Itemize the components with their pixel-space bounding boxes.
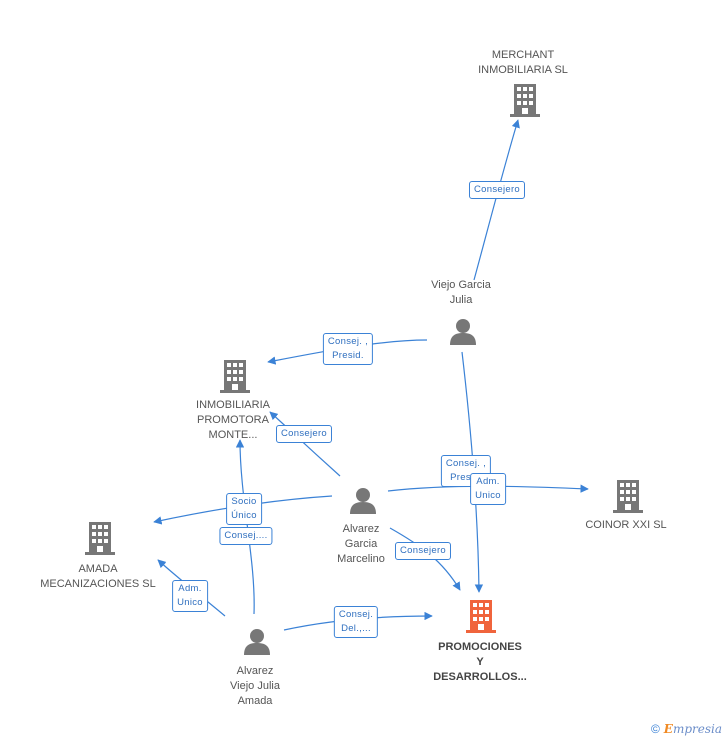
node-label-merchant[interactable]: MERCHANT INMOBILIARIA SL xyxy=(478,49,568,76)
edge-viejo-to-merchant xyxy=(473,119,520,281)
edge-marcelino-to-inmobiliaria xyxy=(269,411,341,477)
edge-label-consejero: Consejero xyxy=(275,425,333,443)
node-label-coinor[interactable]: COINOR XXI SL xyxy=(585,519,667,531)
footer-brand: © Empresia xyxy=(651,722,722,736)
copyright-symbol: © xyxy=(650,722,660,736)
building-icon[interactable] xyxy=(466,600,496,633)
person-icon[interactable] xyxy=(244,629,270,655)
node-label-inmobiliaria[interactable]: INMOBILIARIA PROMOTORA MONTE... xyxy=(196,399,270,441)
node-label-alvarez-julia[interactable]: Alvarez Viejo Julia Amada xyxy=(230,665,280,707)
edge-label-consejero: Consejero xyxy=(394,542,452,560)
person-icon[interactable] xyxy=(450,319,476,345)
node-label-amada-mec[interactable]: AMADA MECANIZACIONES SL xyxy=(40,563,156,590)
edge-label-adm-unico: Adm. Unico xyxy=(172,580,208,612)
building-icon[interactable] xyxy=(510,84,540,117)
edge-label-consej-presid: Consej. , Presid. xyxy=(322,333,374,365)
edge-label-consejero: Consejero xyxy=(468,181,526,199)
brand-logo: Empresia xyxy=(663,722,722,736)
building-icon[interactable] xyxy=(613,480,643,513)
building-icon[interactable] xyxy=(220,360,250,393)
edge-label-adm-unico: Adm. Unico xyxy=(470,473,506,505)
node-label-promociones[interactable]: PROMOCIONES Y DESARROLLOS... xyxy=(433,641,527,683)
person-icon[interactable] xyxy=(350,488,376,514)
edge-label-consej-del: Consej. Del.,... xyxy=(333,606,379,638)
node-label-viejo-julia[interactable]: Viejo Garcia Julia xyxy=(431,279,491,306)
edge-label-socio-unico: Socio Único xyxy=(226,493,262,525)
building-icon[interactable] xyxy=(85,522,115,555)
node-label-alvarez-marcelino[interactable]: Alvarez Garcia Marcelino xyxy=(337,523,385,565)
edge-label-consej: Consej.... xyxy=(219,527,273,545)
